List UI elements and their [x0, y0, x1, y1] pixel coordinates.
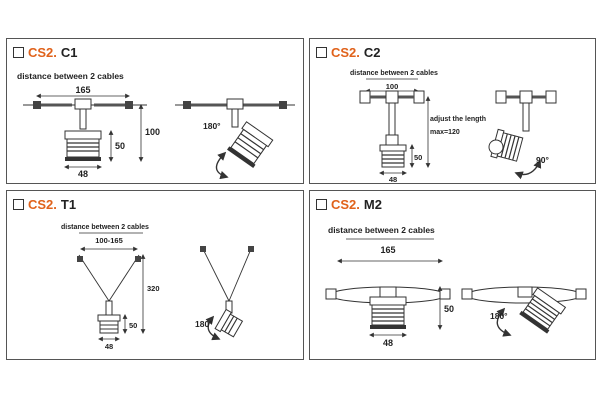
width-value: 48: [389, 175, 397, 184]
connector-block-side: [519, 90, 533, 104]
distance-label: distance between 2 cables: [61, 224, 149, 231]
distance-label: distance between 2 cables: [17, 71, 124, 81]
cable-clamp-right: [413, 90, 425, 104]
cable-clamp-right-side: [248, 246, 254, 252]
panel-title: CS2.M2: [316, 197, 382, 212]
cable-clamp-left-side: [183, 101, 191, 109]
diagram-cs2-t1: distance between 2 cables 100-165 48 50 …: [61, 224, 254, 351]
body-height-value: 50: [115, 141, 125, 151]
total-height-value: 100: [145, 127, 160, 137]
diagram-cs2-m2: distance between 2 cables 165 48 50: [325, 225, 587, 348]
spacing-value: 100: [386, 82, 399, 91]
width-value: 48: [78, 169, 88, 179]
connector-block-side: [517, 286, 533, 298]
stem: [105, 300, 113, 316]
adjustable-rod-side: [522, 102, 530, 132]
body-height-value: 50: [129, 321, 137, 330]
distance-label: distance between 2 cables: [350, 70, 438, 77]
cable-right-side: [228, 248, 252, 302]
product-code: M2: [363, 197, 382, 212]
stem: [79, 108, 87, 130]
distance-label: distance between 2 cables: [328, 225, 435, 235]
spotlight-fixture: [64, 130, 102, 161]
diagram-cs2-c2: distance between 2 cables 100 48 50 adju…: [350, 70, 557, 184]
cable-clamp-left: [359, 90, 371, 104]
spacing-value: 165: [75, 85, 90, 95]
diagram-cs2-c1: distance between 2 cables 165 48 50 100: [17, 71, 295, 180]
cable-clamp-left: [33, 101, 41, 109]
rod-coupler: [385, 134, 399, 146]
spacing-value: 100-165: [95, 236, 123, 245]
product-code: C1: [60, 45, 78, 60]
spotlight-fixture-rotated: [227, 121, 274, 169]
connector-block: [385, 90, 399, 104]
spotlight-fixture-rotated: [214, 308, 244, 338]
product-code: C2: [363, 45, 381, 60]
cable-left-side: [202, 248, 230, 302]
rotation-value: 180°: [195, 319, 213, 329]
checkbox[interactable]: [13, 199, 24, 210]
panel-title: CS2.C1: [13, 45, 78, 60]
rotation-arrow: [215, 151, 229, 180]
checkbox[interactable]: [13, 47, 24, 58]
rotation-value: 90°: [536, 155, 549, 165]
total-height-value: 320: [147, 284, 160, 293]
rotation-value: 180°: [203, 121, 221, 131]
spotlight-fixture: [369, 296, 407, 329]
cable-right: [108, 254, 140, 302]
panel-cs2-m2: CS2.M2 distance between 2 cables 165 48 …: [309, 190, 596, 360]
max-length-label: max=120: [430, 129, 460, 136]
spotlight-fixture: [97, 314, 121, 334]
cable-clamp-right: [125, 101, 133, 109]
rotation-arrow: [514, 159, 542, 180]
cable-clamp-left: [325, 288, 337, 300]
spotlight-fixture: [379, 144, 407, 168]
panel-title: CS2.C2: [316, 45, 381, 60]
spotlight-fixture-rotated: [519, 287, 567, 334]
cable-clamp-right-side: [575, 288, 587, 300]
panel-cs2-c2: CS2.C2 distance between 2 cables 100 48 …: [309, 38, 596, 184]
connector-block-side: [226, 98, 244, 110]
cable-clamp-left-side: [461, 288, 473, 300]
body-height-value: 50: [444, 304, 454, 314]
cable-clamp-left-side: [200, 246, 206, 252]
cable-clamp-right-side: [545, 90, 557, 104]
connector-block: [379, 286, 397, 298]
rotation-value: 180°: [490, 311, 508, 321]
body-height-value: 50: [414, 153, 422, 162]
cable-clamp-left: [77, 256, 83, 262]
panel-title: CS2.T1: [13, 197, 76, 212]
lens: [488, 139, 504, 155]
product-prefix: CS2.: [28, 197, 57, 212]
cable-clamp-right: [135, 256, 141, 262]
product-prefix: CS2.: [331, 197, 360, 212]
stem-side: [231, 108, 239, 128]
checkbox[interactable]: [316, 199, 327, 210]
product-prefix: CS2.: [331, 45, 360, 60]
rotation-arrow: [205, 315, 221, 341]
rotation-arrow: [496, 307, 512, 337]
connector-block: [74, 98, 92, 110]
cable-left: [78, 254, 110, 302]
product-prefix: CS2.: [28, 45, 57, 60]
panel-cs2-t1: CS2.T1 distance between 2 cables 100-165…: [6, 190, 304, 360]
adjustable-rod: [388, 102, 396, 138]
checkbox[interactable]: [316, 47, 327, 58]
adjust-label: adjust the length: [430, 116, 486, 123]
cable-clamp-right-side: [279, 101, 287, 109]
product-code: T1: [60, 197, 77, 212]
panel-cs2-c1: CS2.C1 distance between 2 cables 165 48 …: [6, 38, 304, 184]
spacing-value: 165: [380, 245, 395, 255]
width-value: 48: [105, 342, 113, 351]
width-value: 48: [383, 338, 393, 348]
cable-clamp-right: [439, 288, 451, 300]
cable-clamp-left-side: [495, 90, 507, 104]
